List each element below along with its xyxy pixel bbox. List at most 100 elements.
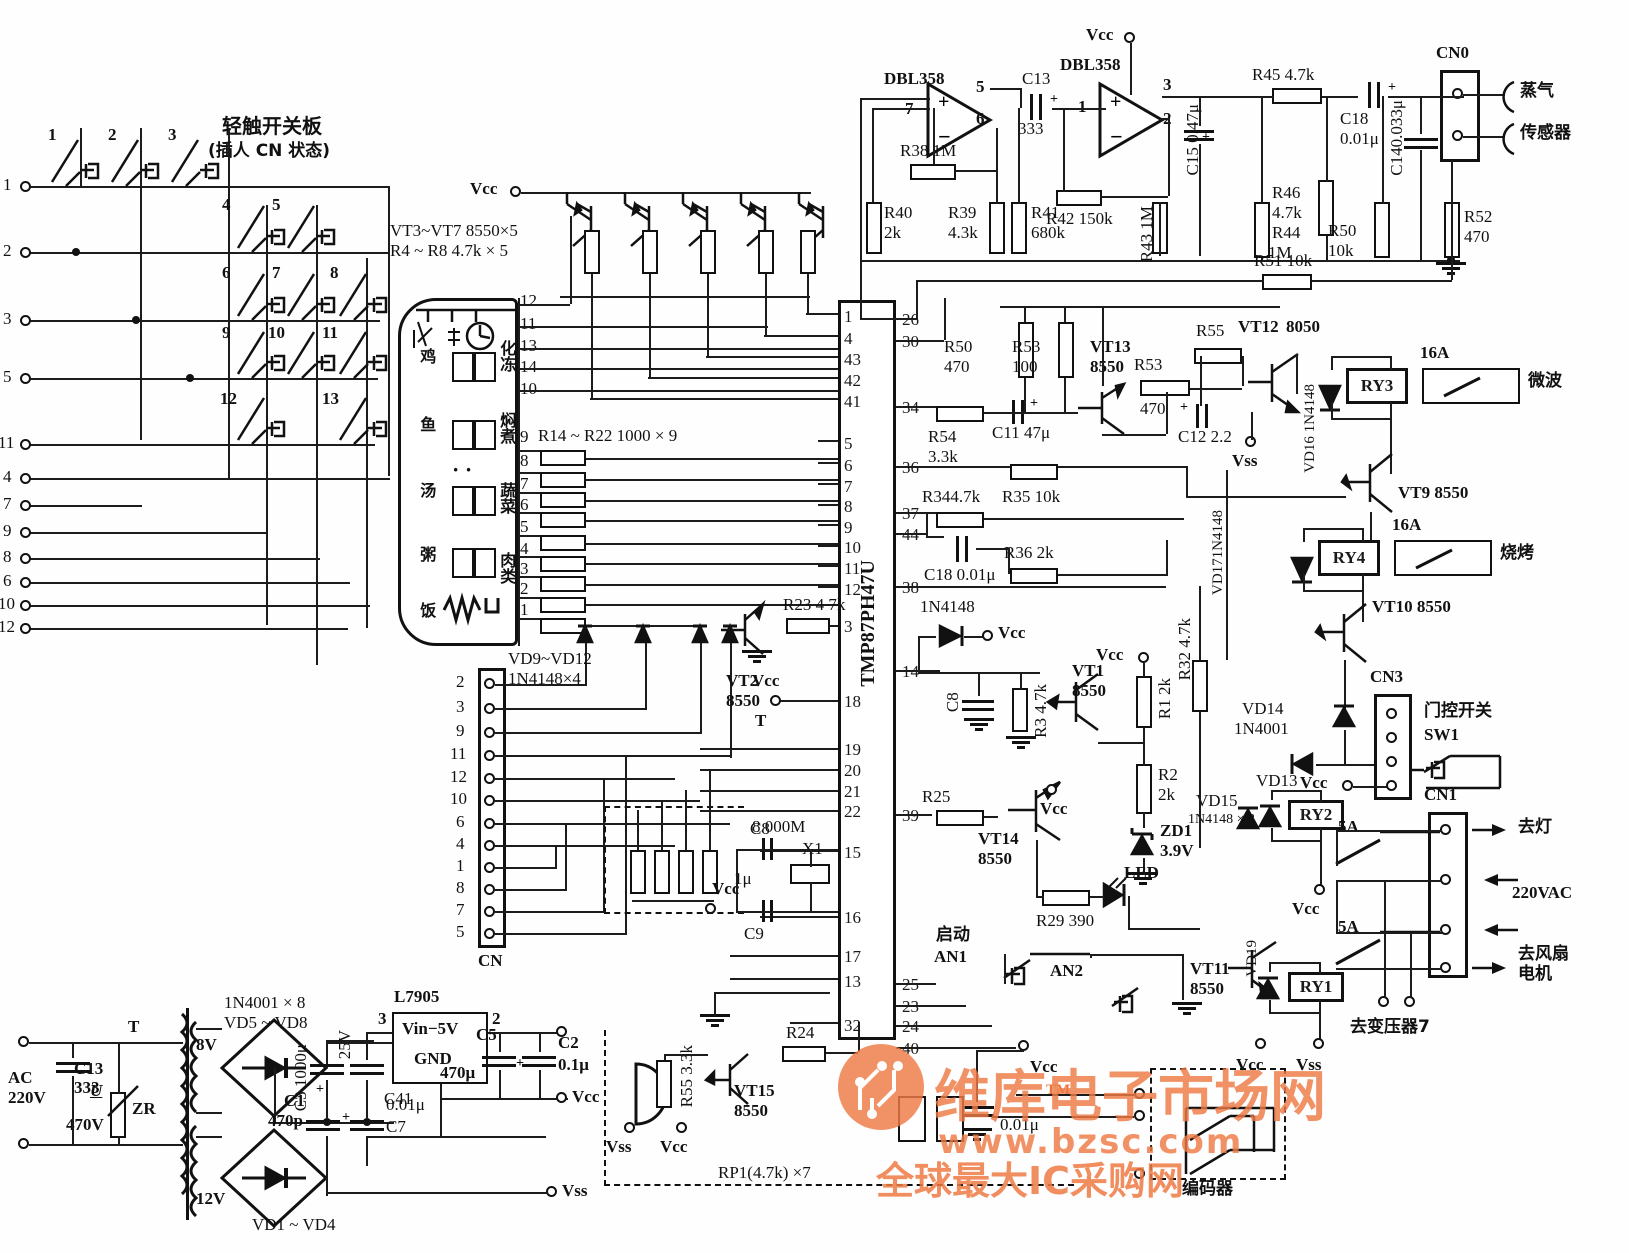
wire [1098, 742, 1144, 744]
cn1-pin[interactable] [1440, 824, 1451, 835]
wire [1004, 954, 1006, 984]
cn1-pin[interactable] [1440, 924, 1451, 935]
winding-12v-label: 12V [196, 1189, 226, 1208]
matrix-terminal[interactable] [20, 439, 31, 450]
matrix-terminal[interactable] [20, 315, 31, 326]
panel-label-fish: 鱼 [417, 416, 437, 432]
cn-pin[interactable] [484, 840, 495, 851]
transformer-terminal[interactable] [1378, 996, 1389, 1007]
ac-terminal[interactable] [18, 1036, 29, 1047]
vss-terminal[interactable] [1313, 1038, 1324, 1049]
resistor-R29-label: R29 390 [1036, 911, 1095, 930]
matrix-terminal[interactable] [20, 373, 31, 384]
mcu-pin-right: 30 [902, 332, 919, 351]
capacitor-C14-label: C140.033μ [1387, 100, 1406, 176]
cn-pin[interactable] [484, 727, 495, 738]
cn-pin[interactable] [484, 795, 495, 806]
vcc-terminal[interactable] [1314, 884, 1325, 895]
transistor-VT2-type: 8550 [726, 691, 760, 710]
cn3-pin[interactable] [1386, 732, 1397, 743]
cn-pin[interactable] [484, 678, 495, 689]
capacitor-C16-ref: C18 [1340, 109, 1369, 128]
vcc-output-terminal[interactable] [556, 1092, 567, 1103]
transistor-VT9-label: VT9 8550 [1398, 483, 1469, 502]
relay-RY4: RY4 [1318, 540, 1380, 576]
cn-wire [495, 778, 675, 780]
encoder-terminal[interactable] [1134, 1168, 1145, 1179]
matrix-terminal[interactable] [20, 553, 31, 564]
panel-pin: 5 [520, 517, 529, 536]
matrix-terminal-label: 4 [3, 467, 12, 486]
panel-wire [518, 348, 838, 350]
vcc-terminal[interactable] [1138, 652, 1149, 663]
cn-pin[interactable] [484, 818, 495, 829]
filter-wire [1382, 96, 1384, 204]
cn1-pin[interactable] [1440, 874, 1451, 885]
cn3-pin[interactable] [1386, 708, 1397, 719]
mcu-pin-wire [700, 769, 838, 771]
vcc-terminal[interactable] [1342, 780, 1353, 791]
vss-output-terminal[interactable] [546, 1186, 557, 1197]
vcc-terminal[interactable] [676, 1122, 687, 1133]
button-AN1-glyph[interactable] [1000, 950, 1120, 998]
led-label: LED [1124, 863, 1159, 882]
vcc-terminal[interactable] [1046, 784, 1057, 795]
vss-terminal[interactable] [1245, 436, 1256, 447]
cn-pin[interactable] [484, 928, 495, 939]
transformer-terminal[interactable] [1404, 996, 1415, 1007]
resistor-R51-ref: R53 [1012, 337, 1041, 356]
panel-label-defrost: 化冻 [497, 340, 517, 372]
encoder-terminal[interactable] [1134, 1088, 1145, 1099]
filter-wire [1420, 96, 1422, 134]
matrix-terminal[interactable] [20, 600, 31, 611]
cn3-pin[interactable] [1386, 756, 1397, 767]
mcu-pin-left: 22 [844, 802, 861, 821]
vcc-terminal[interactable] [1124, 32, 1135, 43]
opamp-wire [1100, 196, 1168, 198]
cn-pin[interactable] [484, 703, 495, 714]
vcc-label: Vcc [660, 1137, 688, 1156]
button-AN2-glyph[interactable] [1108, 978, 1228, 1026]
cn-pin[interactable] [484, 906, 495, 917]
cn-pin[interactable] [484, 750, 495, 761]
junction-dot [186, 374, 194, 382]
resistor-R38 [1011, 202, 1027, 254]
vcc-terminal[interactable] [705, 903, 716, 914]
cn-pin[interactable] [484, 862, 495, 873]
cn-pin-label: 4 [456, 834, 465, 853]
vcc-terminal[interactable] [982, 630, 993, 641]
vss-terminal[interactable] [624, 1122, 635, 1133]
cn3-pin[interactable] [1386, 780, 1397, 791]
wire [539, 1070, 541, 1098]
cn-pin[interactable] [484, 773, 495, 784]
matrix-col-line [266, 205, 268, 625]
cn-pin[interactable] [484, 884, 495, 895]
matrix-terminal[interactable] [20, 500, 31, 511]
encoder-contacts[interactable] [1170, 1090, 1290, 1180]
capacitor-C13-label: C13 333 [74, 1059, 104, 1097]
ac-terminal[interactable] [18, 1138, 29, 1149]
wire [1336, 830, 1338, 866]
wire [366, 1032, 392, 1034]
transistor-VT13-type: 8550 [1090, 357, 1124, 376]
resistor-R31 [936, 512, 984, 528]
matrix-terminal[interactable] [20, 181, 31, 192]
cn0-pin[interactable] [1452, 130, 1463, 141]
matrix-terminal[interactable] [20, 473, 31, 484]
matrix-terminal[interactable] [20, 577, 31, 588]
cn0-pin[interactable] [1452, 88, 1463, 99]
matrix-terminal[interactable] [20, 527, 31, 538]
vcc-terminal[interactable] [510, 186, 521, 197]
resistor-R51 [1058, 322, 1074, 378]
vcc-terminal[interactable] [1255, 1038, 1266, 1049]
vcc-terminal[interactable] [770, 695, 781, 706]
cn1-pin[interactable] [1440, 962, 1451, 973]
matrix-terminal[interactable] [20, 247, 31, 258]
wire [72, 1042, 74, 1058]
rp1-pack [898, 1096, 926, 1142]
diode-VD14 [1331, 704, 1357, 728]
output-terminal[interactable] [556, 1026, 567, 1037]
wire [984, 412, 1078, 414]
encoder-terminal[interactable] [1134, 1110, 1145, 1121]
matrix-terminal[interactable] [20, 623, 31, 634]
